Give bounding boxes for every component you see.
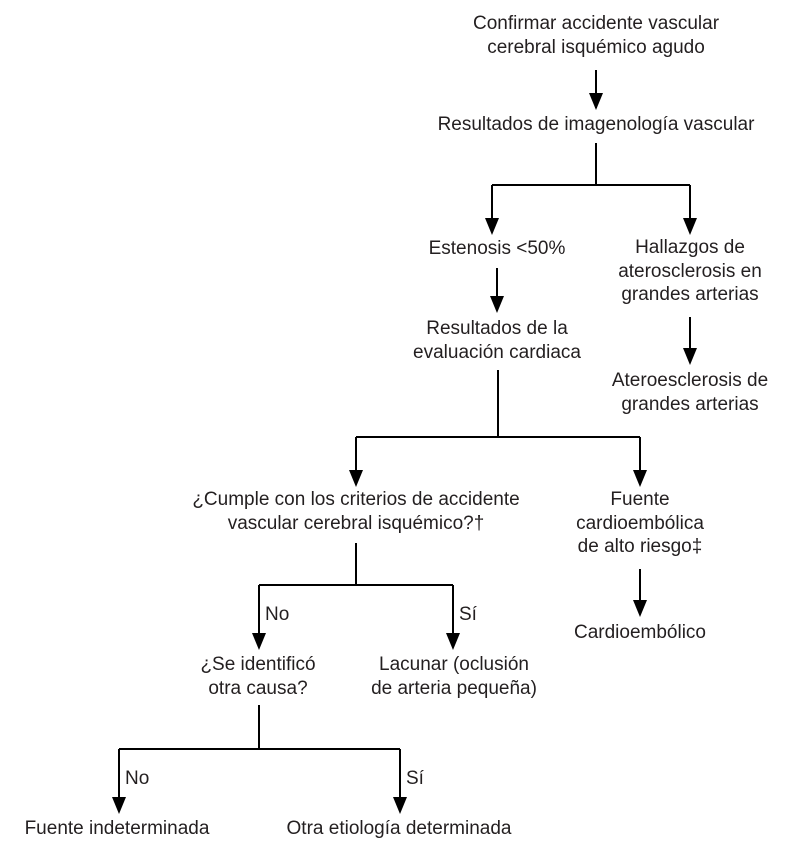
node-text: Confirmar accidente vascular bbox=[472, 13, 720, 34]
edge-label-othercause-no: No bbox=[125, 768, 150, 789]
node-start: Confirmar accidente vascular cerebral is… bbox=[473, 12, 719, 59]
node-text: Fuente indeterminada bbox=[24, 818, 210, 839]
arrowhead bbox=[633, 600, 647, 617]
connector-criteria-split bbox=[258, 543, 454, 647]
node-text: vascular cerebral isquémico?† bbox=[227, 512, 485, 534]
arrowhead bbox=[393, 797, 407, 814]
node-lacunar-outcome: Lacunar (oclusión de arteria pequeña) bbox=[371, 653, 537, 700]
node-vascular-imaging: Resultados de imagenología vascular bbox=[438, 113, 755, 137]
node-text: Estenosis <50% bbox=[428, 238, 566, 259]
node-stenosis: Estenosis <50% bbox=[429, 237, 566, 261]
node-text: de alto riesgo‡ bbox=[577, 536, 703, 557]
arrowhead bbox=[589, 93, 603, 110]
arrowhead bbox=[683, 348, 697, 365]
node-undetermined-outcome: Fuente indeterminada bbox=[25, 817, 210, 841]
node-high-risk-cardio: Fuente cardioembólica de alto riesgo‡ bbox=[576, 488, 704, 559]
node-text: ¿Cumple con los criterios de accidente bbox=[192, 489, 520, 510]
arrowhead bbox=[252, 633, 266, 650]
arrowhead bbox=[446, 633, 460, 650]
node-text: Cardioembólico bbox=[573, 622, 707, 643]
node-text: Ateroesclerosis de bbox=[611, 370, 769, 391]
arrowhead bbox=[349, 470, 363, 487]
edge-label-othercause-yes: Sí bbox=[406, 768, 424, 789]
connector-imaging-split bbox=[491, 143, 691, 232]
node-text: grandes arterias bbox=[621, 284, 759, 305]
node-text: de arteria pequeña) bbox=[371, 677, 537, 699]
node-text: aterosclerosis en bbox=[618, 260, 762, 282]
node-large-artery-outcome: Ateroesclerosis de grandes arterias bbox=[612, 369, 768, 416]
node-text: Lacunar (oclusión bbox=[379, 654, 529, 675]
node-lacunar-criteria: ¿Cumple con los criterios de accidente v… bbox=[192, 488, 519, 535]
edge-label-criteria-yes: Sí bbox=[459, 604, 477, 625]
arrowhead bbox=[485, 218, 499, 235]
node-text: Hallazgos de bbox=[635, 237, 745, 258]
node-text: Resultados de la bbox=[426, 318, 568, 339]
node-cardioembolic-outcome: Cardioembólico bbox=[574, 621, 706, 645]
node-other-etiology-outcome: Otra etiología determinada bbox=[287, 817, 512, 841]
arrowhead bbox=[490, 296, 504, 313]
node-cardiac-eval: Resultados de la evaluación cardiaca bbox=[413, 317, 581, 364]
node-text: otra causa? bbox=[208, 677, 308, 699]
node-text: ¿Se identificó bbox=[200, 654, 316, 675]
arrowhead bbox=[683, 218, 697, 235]
node-text: Fuente bbox=[610, 489, 670, 510]
arrowhead bbox=[633, 470, 647, 487]
arrowhead bbox=[112, 797, 126, 814]
node-text: evaluación cardiaca bbox=[413, 341, 581, 363]
node-other-cause-question: ¿Se identificó otra causa? bbox=[200, 653, 315, 700]
node-text: Otra etiología determinada bbox=[286, 818, 512, 839]
node-text: grandes arterias bbox=[621, 393, 759, 415]
node-large-artery-findings: Hallazgos de aterosclerosis en grandes a… bbox=[618, 236, 762, 307]
connector-cardiac-split bbox=[355, 370, 641, 484]
edge-label-criteria-no: No bbox=[265, 604, 290, 625]
connector-othercause-split bbox=[118, 705, 401, 810]
node-text: cardioembólica bbox=[576, 512, 704, 534]
node-text: cerebral isquémico agudo bbox=[487, 36, 705, 58]
node-text: Resultados de imagenología vascular bbox=[437, 114, 755, 135]
